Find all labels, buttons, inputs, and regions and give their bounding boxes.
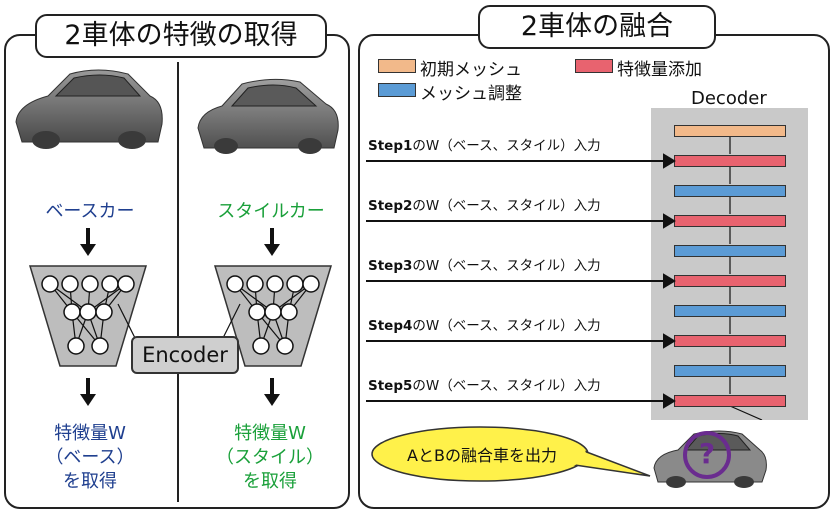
- style-down-arrow-1: [264, 228, 280, 256]
- base-down-arrow-2: [80, 378, 96, 406]
- step2-name: Step2: [368, 198, 413, 214]
- style-down-arrow-2: [264, 378, 280, 406]
- base-car-label: ベースカー: [45, 201, 135, 222]
- step3-label: Step3のW（ベース、スタイル）入力: [368, 254, 601, 274]
- step3-name: Step3: [368, 258, 413, 274]
- base-output-line1: 特徴量W: [54, 423, 126, 444]
- decoder-feature-add-bar-5: [674, 395, 786, 407]
- base-down-arrow-1: [80, 228, 96, 256]
- step4-name: Step4: [368, 318, 413, 334]
- step4-label: Step4のW（ベース、スタイル）入力: [368, 314, 601, 334]
- decoder-feature-add-bar-1: [674, 155, 786, 167]
- style-output-line1: 特徴量W: [234, 423, 306, 444]
- base-output-line2: （ベース）: [45, 447, 135, 468]
- style-network-icon: [213, 265, 333, 367]
- style-car-image: [197, 78, 339, 154]
- base-output-line3: を取得: [63, 471, 117, 492]
- decoder-mesh-adjust-bar-3: [674, 305, 786, 317]
- encoder-connectors: [117, 303, 241, 341]
- step4-text: のW（ベース、スタイル）入力: [412, 318, 601, 334]
- decoder-feature-add-bar-4: [674, 335, 786, 347]
- decoder-flow-lines: [729, 136, 763, 420]
- legend-mesh-adjust-label: メッシュ調整: [420, 84, 522, 104]
- legend-feature-add-swatch: [575, 59, 613, 73]
- decoder-mesh-adjust-bar-4: [674, 365, 786, 377]
- question-mark-icon: [683, 431, 731, 479]
- output-speech-bubble: [371, 426, 651, 482]
- step2-label: Step2のW（ベース、スタイル）入力: [368, 194, 601, 214]
- step1-text: のW（ベース、スタイル）入力: [412, 138, 601, 154]
- style-output-text: 特徴量W （スタイル） を取得: [190, 422, 350, 494]
- decoder-mesh-adjust-bar-2: [674, 245, 786, 257]
- decoder-label: Decoder: [691, 88, 767, 109]
- fused-car-image: [653, 430, 767, 488]
- step1-name: Step1: [368, 138, 413, 154]
- base-car-image: [15, 69, 163, 149]
- step2-text: のW（ベース、スタイル）入力: [412, 198, 601, 214]
- style-output-line3: を取得: [243, 471, 297, 492]
- decoder-feature-add-bar-2: [674, 215, 786, 227]
- legend-feature-add-label: 特徴量添加: [617, 60, 702, 80]
- left-divider: [177, 62, 179, 502]
- style-car-label: スタイルカー: [217, 201, 325, 222]
- step5-text: のW（ベース、スタイル）入力: [412, 378, 601, 394]
- decoder-feature-add-bar-3: [674, 275, 786, 287]
- step5-name: Step5: [368, 378, 413, 394]
- base-network-icon: [28, 265, 148, 367]
- output-bubble-text: AとBの融合車を出力: [407, 446, 557, 465]
- step-input-arrows: [366, 153, 676, 409]
- step1-label: Step1のW（ベース、スタイル）入力: [368, 134, 601, 154]
- right-panel-title: 2車体の融合: [478, 5, 716, 49]
- question-mark-text: ?: [698, 437, 716, 470]
- step5-label: Step5のW（ベース、スタイル）入力: [368, 374, 601, 394]
- legend-mesh-adjust-swatch: [378, 83, 416, 97]
- legend-initial-mesh-label: 初期メッシュ: [420, 60, 522, 80]
- decoder-initial-mesh-bar: [674, 125, 786, 137]
- base-output-text: 特徴量W （ベース） を取得: [20, 422, 160, 494]
- decoder-mesh-adjust-bar-1: [674, 185, 786, 197]
- encoder-label-box: Encoder: [131, 336, 239, 374]
- step3-text: のW（ベース、スタイル）入力: [412, 258, 601, 274]
- left-panel-title: 2車体の特徴の取得: [35, 14, 327, 58]
- style-output-line2: （スタイル）: [216, 447, 324, 468]
- legend-initial-mesh-swatch: [378, 59, 416, 73]
